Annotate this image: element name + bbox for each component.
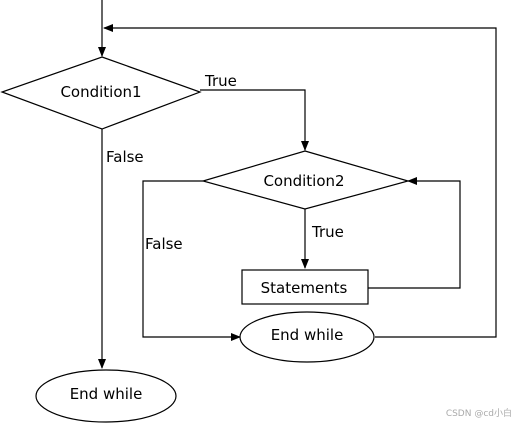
statements-box xyxy=(241,269,369,305)
loop-back-arrow xyxy=(103,24,497,338)
end-while-outer-ellipse xyxy=(35,369,177,423)
c1-true-label: True xyxy=(204,72,237,90)
c2-false-label: False xyxy=(145,235,183,253)
c2-false-arrow xyxy=(142,180,241,341)
end-while-inner-ellipse xyxy=(239,311,375,363)
c1-true-arrow xyxy=(200,89,309,151)
end-while-outer-label: End while xyxy=(70,385,143,403)
end-while-inner-label: End while xyxy=(271,326,344,344)
condition1-diamond xyxy=(0,56,202,130)
watermark-text: CSDN @cd小白 xyxy=(446,407,512,419)
c2-true-label: True xyxy=(311,223,344,241)
statements-loop-arrow xyxy=(368,177,461,289)
condition2-diamond xyxy=(200,150,411,210)
c1-false-label: False xyxy=(106,148,144,166)
statements-label: Statements xyxy=(261,279,348,297)
condition2-label: Condition2 xyxy=(263,172,344,190)
condition1-label: Condition1 xyxy=(60,83,141,101)
